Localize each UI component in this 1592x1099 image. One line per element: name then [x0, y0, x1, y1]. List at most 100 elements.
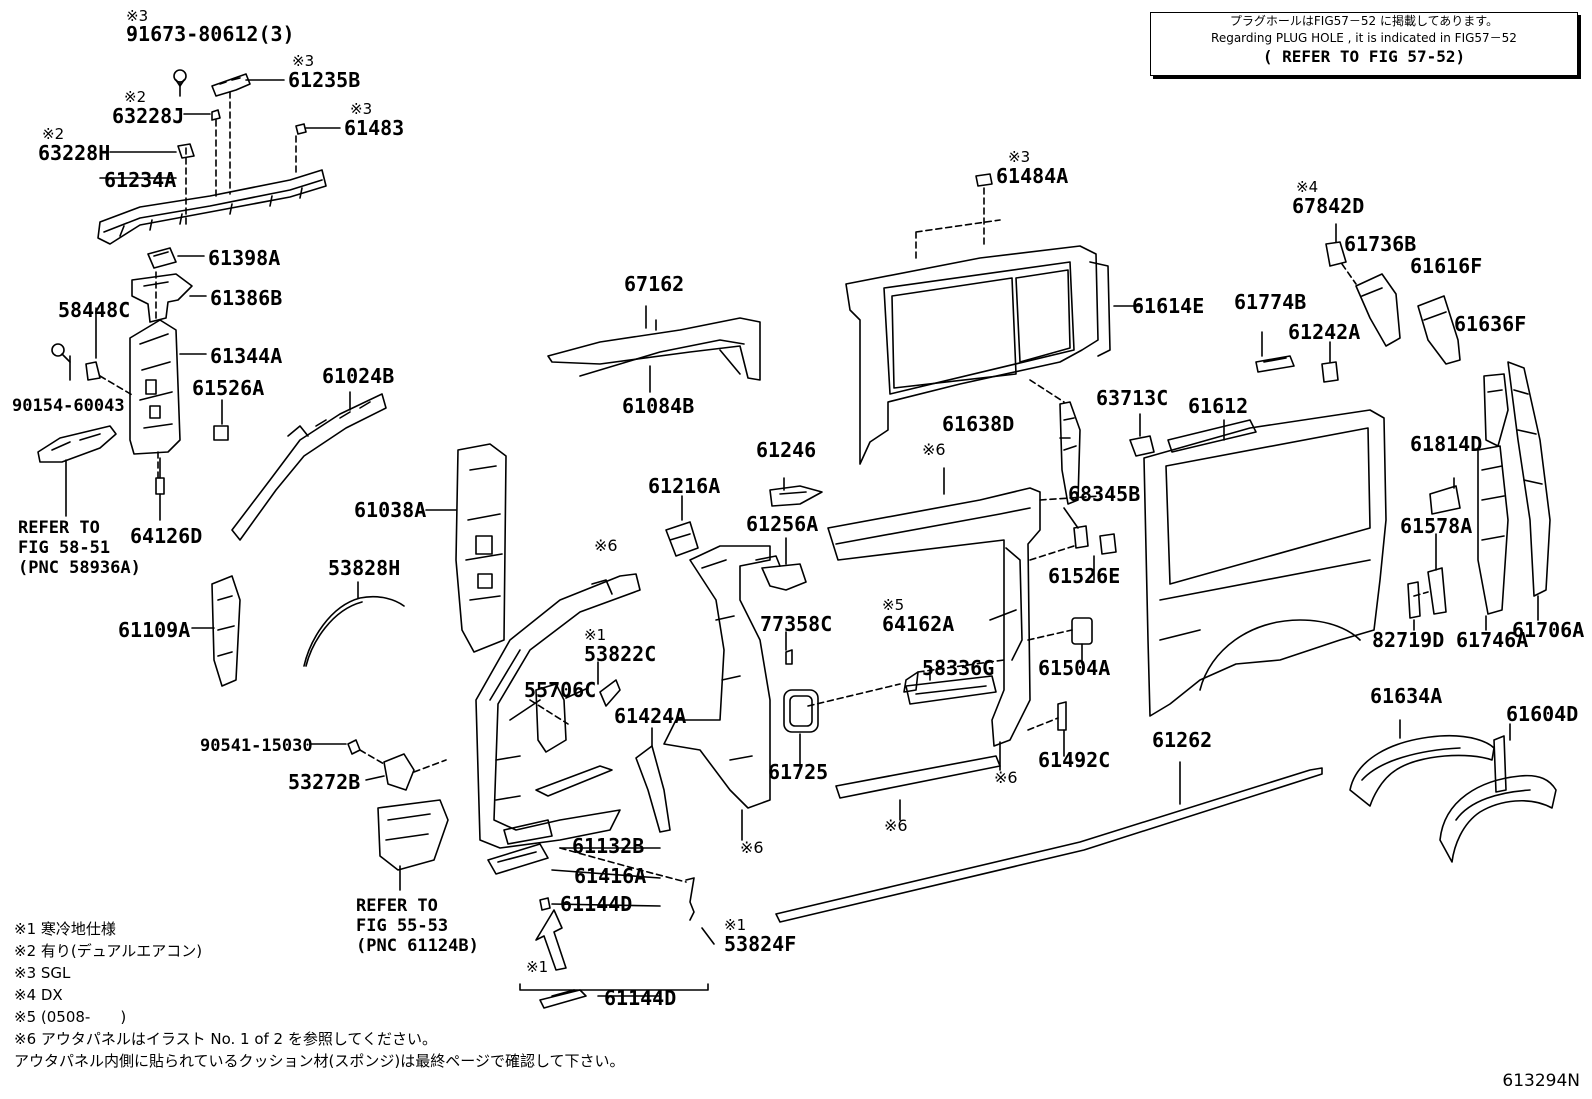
part-label-68345b[interactable]: 68345B [1068, 482, 1141, 506]
part-label-67842d[interactable]: 67842D [1292, 194, 1365, 218]
part-61424a-drawing [635, 745, 671, 833]
refer-note-58936a: REFER TO FIG 58-51 (PNC 58936A) [18, 518, 141, 578]
part-label-61084b[interactable]: 61084B [622, 394, 695, 418]
part-label-61604d[interactable]: 61604D [1506, 702, 1579, 726]
part-label-61144d[interactable]: 61144D [560, 892, 633, 916]
part-label-82719d[interactable]: 82719D [1372, 628, 1445, 652]
part-label-53828h[interactable]: 53828H [328, 556, 401, 580]
part-label-61256a[interactable]: 61256A [746, 512, 819, 536]
part-label-61262[interactable]: 61262 [1152, 728, 1213, 752]
part-58936a-drawing [37, 425, 117, 463]
reference-box: プラグホールはFIG57－52 に掲載してあります。 Regarding PLU… [1150, 12, 1578, 76]
part-label-61216a[interactable]: 61216A [648, 474, 721, 498]
part-label-91673-80612[interactable]: 91673-80612(3) [126, 22, 295, 46]
part-label-61024b[interactable]: 61024B [322, 364, 395, 388]
part-label-61424a[interactable]: 61424A [614, 704, 687, 728]
part-61578a-drawing [1427, 567, 1447, 615]
mark-6-roof-rail: ※6 [922, 440, 946, 459]
part-label-61242a[interactable]: 61242A [1288, 320, 1361, 344]
part-61124b-drawing [377, 799, 449, 871]
part-61256a-drawing [761, 563, 807, 591]
part-label-61634a[interactable]: 61634A [1370, 684, 1443, 708]
part-label-61725[interactable]: 61725 [768, 760, 829, 784]
part-label-58336g[interactable]: 58336G [922, 656, 995, 680]
part-label-61234a[interactable]: 61234A [104, 168, 177, 192]
part-label-63228j[interactable]: 63228J [112, 104, 185, 128]
part-label-61636f[interactable]: 61636F [1454, 312, 1527, 336]
part-label-61814d[interactable]: 61814D [1410, 432, 1483, 456]
part-label-53822c[interactable]: 53822C [584, 642, 657, 666]
part-53272b-drawing [383, 753, 415, 791]
part-61109a-drawing [211, 575, 241, 687]
part-label-61638d[interactable]: 61638D [942, 412, 1015, 436]
mark-63228j: ※2 [124, 88, 147, 106]
part-label-61038a[interactable]: 61038A [354, 498, 427, 522]
part-82719d-drawing [1407, 581, 1421, 619]
part-label-90541-15030[interactable]: 90541-15030 [200, 736, 313, 756]
part-61144d-b-drawing [539, 989, 587, 1009]
part-label-61736b[interactable]: 61736B [1344, 232, 1417, 256]
footnote-6: ※6 アウタパネルはイラスト No. 1 of 2 を参照してください。 [14, 1030, 437, 1048]
part-61386b-drawing [131, 273, 193, 323]
footnote-7: アウタパネル内側に貼られているクッション材(スポンジ)は最終ページで確認して下さ… [14, 1052, 625, 1070]
part-label-61504a[interactable]: 61504A [1038, 656, 1111, 680]
part-label-53824f[interactable]: 53824F [724, 932, 797, 956]
part-label-53272b[interactable]: 53272B [288, 770, 361, 794]
clip-61526a-drawing [213, 425, 229, 441]
part-label-61706a[interactable]: 61706A [1512, 618, 1585, 642]
pillar-61024b-drawing [231, 393, 387, 541]
part-label-61483[interactable]: 61483 [344, 116, 405, 140]
part-label-61144d-b[interactable]: 61144D [604, 986, 677, 1010]
pillar-61344a-drawing [129, 319, 181, 455]
molding-61262-drawing [775, 767, 1323, 923]
part-label-61746a[interactable]: 61746A [1456, 628, 1529, 652]
part-61398a-drawing [147, 247, 177, 269]
part-label-61246[interactable]: 61246 [756, 438, 817, 462]
panel-61612-drawing [1143, 409, 1387, 717]
reference-line-ja: プラグホールはFIG57－52 に掲載してあります。 [1229, 14, 1499, 28]
part-68345b-drawing [1099, 533, 1117, 555]
part-label-61578a[interactable]: 61578A [1400, 514, 1473, 538]
part-label-61612[interactable]: 61612 [1188, 394, 1249, 418]
mark-53824f: ※1 [724, 916, 747, 934]
part-label-61526e[interactable]: 61526E [1048, 564, 1121, 588]
part-label-77358c[interactable]: 77358C [760, 612, 833, 636]
part-label-64126d[interactable]: 64126D [130, 524, 203, 548]
mark-91673: ※3 [126, 7, 149, 25]
part-label-67162[interactable]: 67162 [624, 272, 685, 296]
part-label-61109a[interactable]: 61109A [118, 618, 191, 642]
part-label-63228h[interactable]: 63228H [38, 141, 111, 165]
part-label-61616f[interactable]: 61616F [1410, 254, 1483, 278]
part-61746a-drawing [1477, 445, 1509, 615]
part-label-61484a[interactable]: 61484A [996, 164, 1069, 188]
part-61526e-drawing [1073, 525, 1089, 549]
part-label-55706c[interactable]: 55706C [524, 678, 597, 702]
part-label-61614e[interactable]: 61614E [1132, 294, 1205, 318]
part-58336g-drawing [905, 675, 997, 705]
frame-sliding-door-drawing [827, 487, 1041, 747]
part-label-61416a[interactable]: 61416A [574, 864, 647, 888]
footnote-3: ※3 SGL [14, 964, 71, 982]
part-label-61235b[interactable]: 61235B [288, 68, 361, 92]
wheelhouse-61634a-drawing [1349, 734, 1495, 807]
refer-note-line: (PNC 61124B) [356, 936, 479, 956]
part-61736b-drawing [1355, 273, 1401, 347]
part-53822c-drawing [599, 679, 621, 707]
mark-6-center-pillar: ※6 [740, 838, 764, 857]
part-label-90154-60043[interactable]: 90154-60043 [12, 396, 125, 416]
part-label-61398a[interactable]: 61398A [208, 246, 281, 270]
footnote-2: ※2 有り(デュアルエアコン) [14, 942, 203, 960]
mark-6-rear-pillar: ※6 [994, 768, 1018, 787]
mark-6-front-pillar: ※6 [594, 536, 618, 555]
part-label-63713c[interactable]: 63713C [1096, 386, 1169, 410]
part-label-61774b[interactable]: 61774B [1234, 290, 1307, 314]
panel-61614e-drawing [845, 245, 1111, 465]
part-label-61344a[interactable]: 61344A [210, 344, 283, 368]
part-label-61386b[interactable]: 61386B [210, 286, 283, 310]
part-label-61132b[interactable]: 61132B [572, 834, 645, 858]
part-label-61526a[interactable]: 61526A [192, 376, 265, 400]
part-label-58448c[interactable]: 58448C [58, 298, 131, 322]
part-label-64162a[interactable]: 64162A [882, 612, 955, 636]
part-label-61492c[interactable]: 61492C [1038, 748, 1111, 772]
